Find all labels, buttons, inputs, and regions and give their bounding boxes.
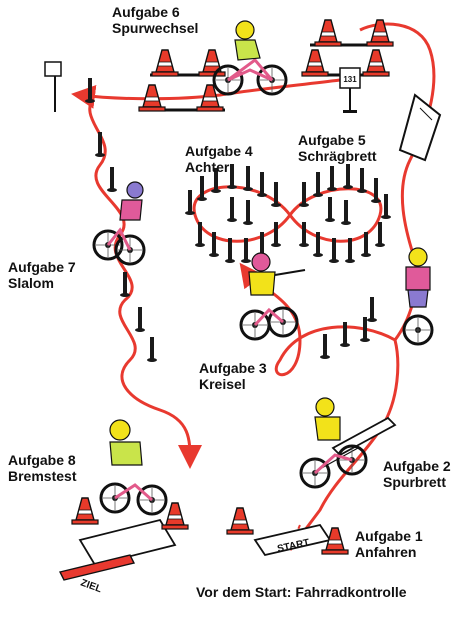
figure-eight-path [192,185,383,243]
start-board: START [253,523,332,557]
traffic-cone-icon [301,49,329,77]
station-7-label: Aufgabe 7 Slalom [8,259,76,291]
cyclist-icon [212,20,288,96]
traffic-cone-icon [161,502,189,530]
station-5-label: Aufgabe 5 Schrägbrett [298,132,377,164]
sign-number: 131 [343,75,357,84]
post-sign-icon [44,61,62,112]
station-6-label: Aufgabe 6 Spurwechsel [112,4,199,36]
traffic-cone-icon [362,49,390,77]
cyclist-icon [92,181,146,266]
station-2-label: Aufgabe 2 Spurbrett [383,458,451,490]
ramp-board-icon [398,93,442,162]
traffic-cone-icon [226,507,254,535]
cyclist-icon [299,397,368,489]
station-4-label: Aufgabe 4 Achter [185,143,253,175]
finish-label: ZIEL [79,577,103,595]
station-8-label: Aufgabe 8 Bremstest [8,452,77,484]
brake-test-zone: ZIEL [58,497,189,595]
traffic-cone-icon [71,497,99,525]
station-3-label: Aufgabe 3 Kreisel [199,360,267,392]
cyclist-icon [402,247,434,346]
cyclist-icon [239,252,306,341]
cyclist-icon [99,419,168,516]
footer-note: Vor dem Start: Fahrradkontrolle [196,584,407,600]
road-sign-icon: 131 [339,67,361,113]
station-1-label: Aufgabe 1 Anfahren [355,528,423,560]
traffic-cone-icon [151,49,179,77]
traffic-cone-icon [314,19,342,47]
traffic-cone-icon [198,49,226,77]
